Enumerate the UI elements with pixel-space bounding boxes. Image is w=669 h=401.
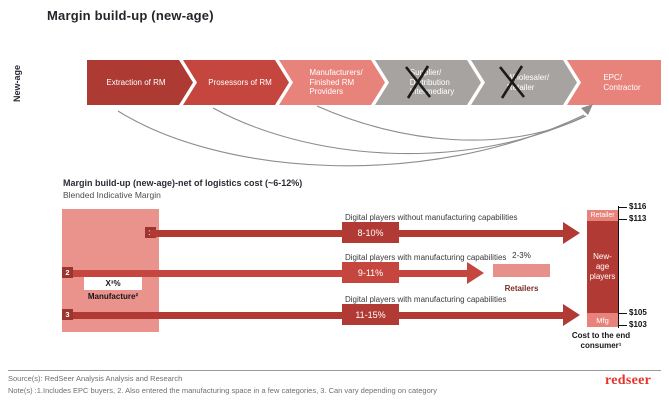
stage-processors: Prosessors of RM (183, 60, 289, 105)
source-text: Source(s): RedSeer Analysis Analysis and… (8, 374, 183, 383)
stage-label: Manufacturers/ Finished RM Providers (309, 68, 363, 97)
stage-extraction: Extraction of RM (87, 60, 193, 105)
row3-margin-block: 11-15% (342, 304, 399, 325)
stage-epc-contractor: EPC/ Contractor (567, 60, 661, 105)
note-text: Note(s) :1.Includes EPC buyers, 2. Also … (8, 386, 437, 395)
segment-label: Retailer (590, 212, 615, 219)
row2-shaft (399, 270, 467, 277)
section-subheading: Blended Indicative Margin (63, 190, 161, 200)
stage-label: Supplier/ Distribution Intermediary (409, 68, 455, 97)
flow-axis-label: New-age (12, 64, 22, 102)
price-label: $113 (629, 214, 647, 223)
cross-out-icon (498, 65, 526, 99)
footer-divider (8, 370, 661, 371)
stage-label: Wholesaler/ Retailer (506, 72, 550, 92)
row3-label: Digital players with manufacturing capab… (345, 295, 507, 304)
manufacture-note: X³% Manufacture² (70, 277, 156, 301)
row3-shaft (399, 312, 563, 319)
tick-116 (619, 207, 627, 208)
row1-shaft (399, 230, 563, 237)
redseer-logo: redseer (605, 373, 652, 388)
retailers-label: Retailers (504, 284, 539, 293)
connector-curves (117, 104, 593, 167)
row2-shaft (62, 270, 342, 277)
segment-label: New-age players (589, 252, 616, 281)
row2-marker: 2 (62, 267, 73, 278)
manufacture-value: X³% (84, 277, 142, 290)
row2-label: Digital players with manufacturing capab… (345, 253, 507, 262)
manufacture-label: Manufacture² (87, 292, 139, 301)
arrowhead-icon (581, 104, 593, 115)
price-label: $105 (629, 308, 647, 317)
row1-label: Digital players without manufacturing ca… (345, 213, 518, 222)
price-label: $116 (629, 202, 647, 211)
stack-segment-mfg: Mfg (587, 313, 618, 327)
stack-segment-retailer: Retailer (587, 210, 618, 221)
row3-arrowhead-icon (563, 304, 580, 326)
stage-label: EPC/ Contractor (603, 72, 641, 92)
row3-shaft (62, 312, 342, 319)
stack-segment-newage: New-age players (587, 221, 618, 313)
price-axis (618, 206, 619, 328)
section-heading: Margin build-up (new-age)-net of logisti… (63, 178, 303, 188)
row1-arrowhead-icon (563, 222, 580, 244)
tick-113 (619, 219, 627, 220)
tick-105 (619, 313, 627, 314)
row1-margin-block: 8-10% (342, 222, 399, 243)
price-label: $103 (629, 320, 647, 329)
stack-caption: Cost to the end consumer¹ (571, 331, 631, 350)
retailers-margin-value: 2-3% (512, 251, 531, 260)
stage-label: Extraction of RM (106, 77, 166, 87)
tick-103 (619, 325, 627, 326)
stage-label: Prosessors of RM (208, 77, 272, 87)
row3-marker: 3 (62, 309, 73, 320)
stage-wholesaler-retailer: Wholesaler/ Retailer (471, 60, 577, 105)
row1-shaft (150, 230, 342, 237)
row2-margin-block: 9-11% (342, 262, 399, 283)
cross-out-icon (404, 65, 432, 99)
retailers-bar (493, 264, 550, 277)
segment-label: Mfg (596, 315, 609, 325)
row2-arrowhead-icon (467, 262, 484, 284)
page-title: Margin build-up (new-age) (47, 8, 214, 23)
stage-manufacturers: Manufacturers/ Finished RM Providers (279, 60, 385, 105)
